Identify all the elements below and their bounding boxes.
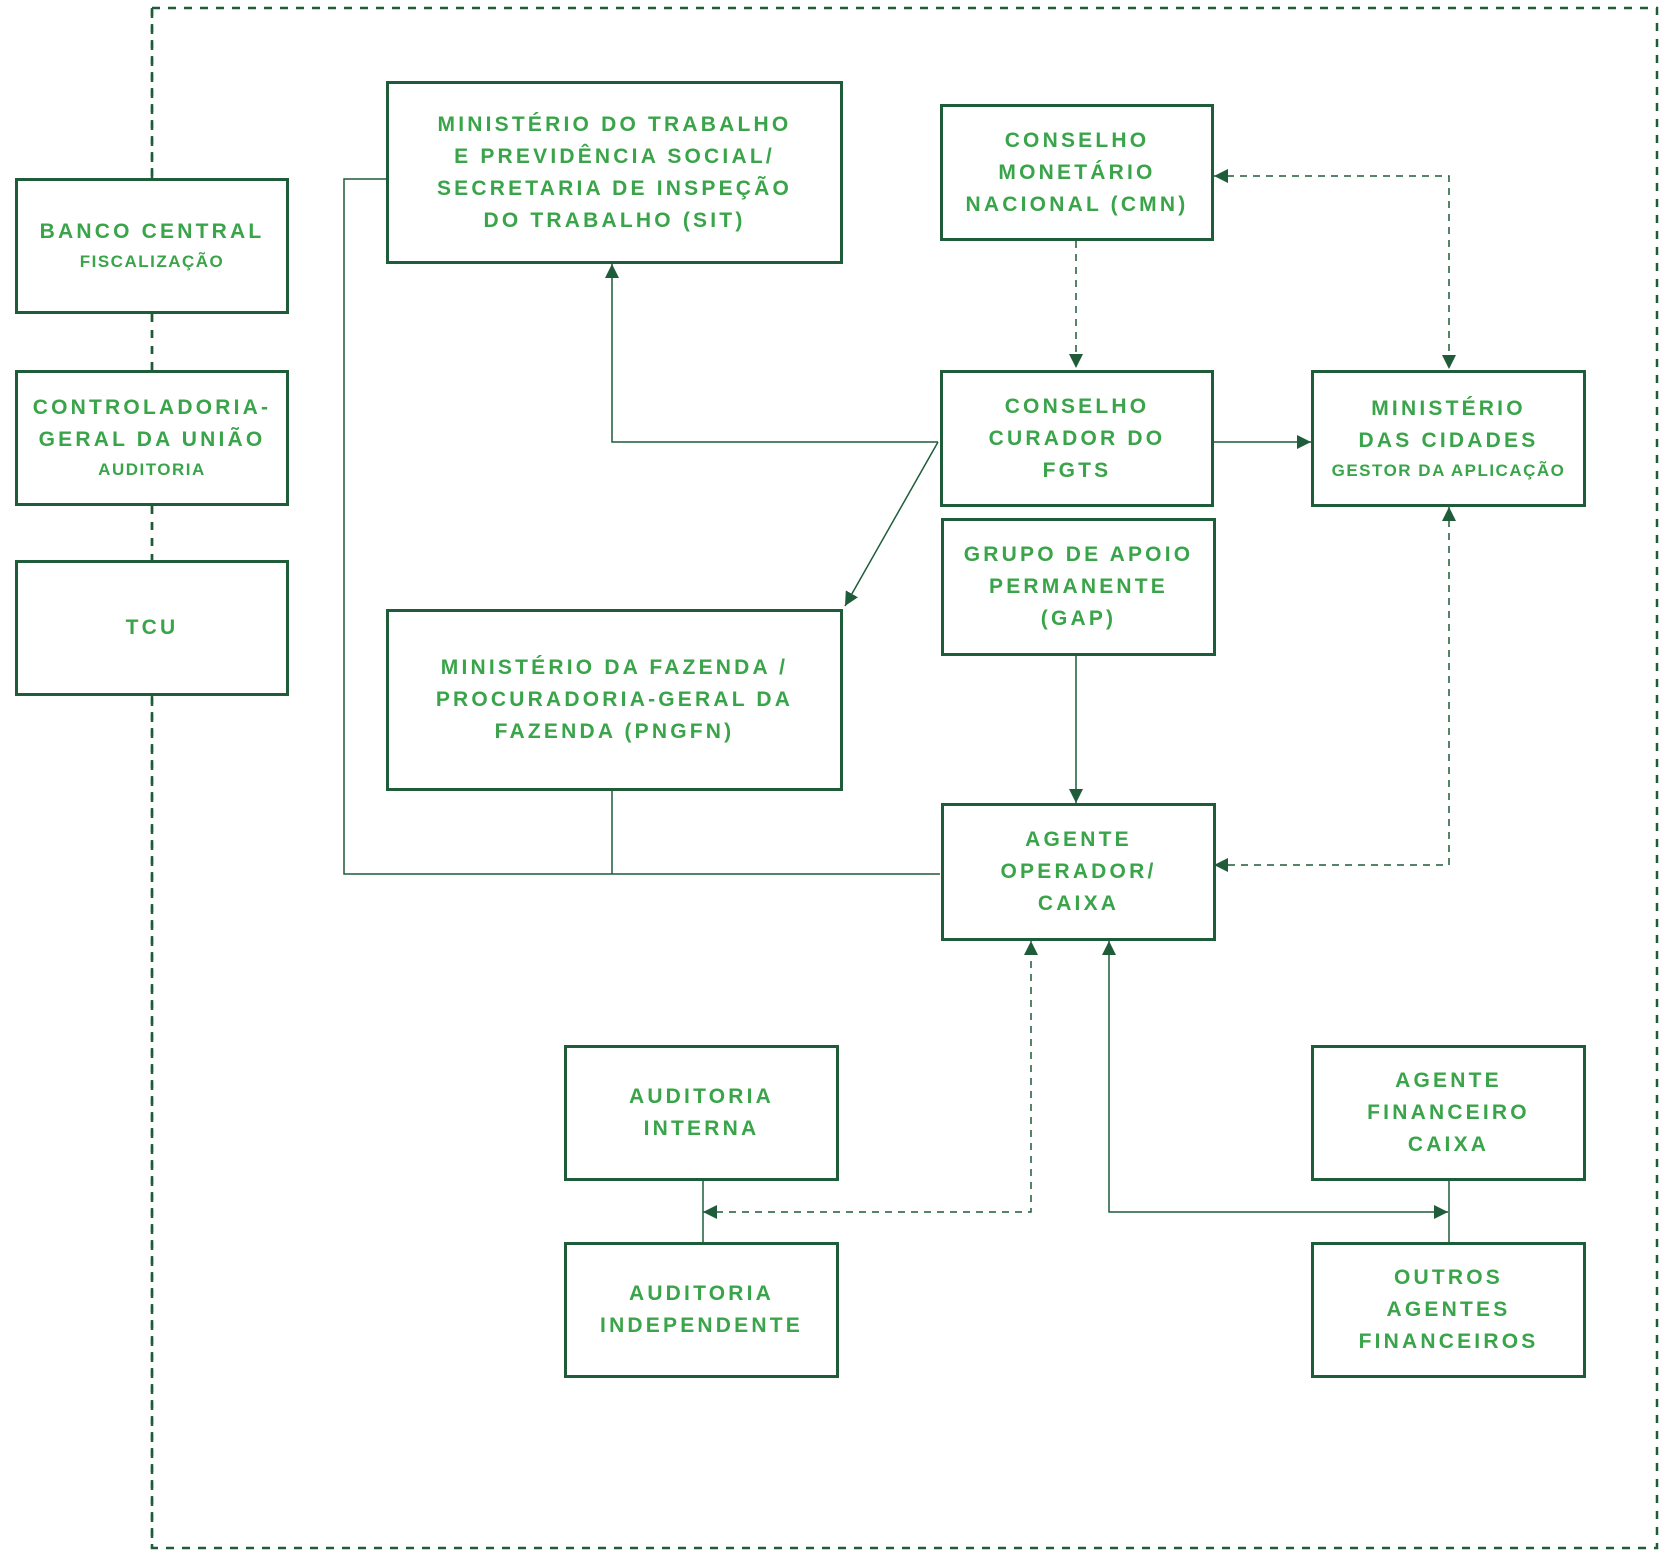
line-ccfgts-to-mtps [605,264,938,443]
box-label-line: OPERADOR/ [1000,860,1157,883]
box-label-line: CAIXA [1407,1133,1490,1156]
box-label-line: BANCO CENTRAL [39,220,265,243]
line-mtps-left-bracket [343,178,940,875]
box-sublabel: GESTOR DA APLICAÇÃO [1331,460,1566,480]
box-label-line: FINANCEIROS [1358,1330,1539,1353]
box-label-line: SECRETARIA DE INSPEÇÃO [436,176,793,200]
box-label-line: MONETÁRIO [998,160,1156,184]
line-agente-to-financeiros [1102,941,1448,1219]
box-ministerio-das-cidades: MINISTÉRIO DAS CIDADES GESTOR DA APLICAÇ… [1311,370,1586,507]
box-label-line: MINISTÉRIO DA FAZENDA / [440,656,789,679]
box-auditoria-independente: AUDITORIA INDEPENDENTE [564,1242,839,1378]
box-label-line: OUTROS [1393,1266,1504,1289]
box-label-line: DAS CIDADES [1358,428,1539,452]
box-label-line: CAIXA [1037,892,1120,915]
box-label-line: AGENTES [1386,1298,1511,1321]
box-label-line: FINANCEIRO [1367,1101,1530,1124]
box-label-line: TCU [125,616,179,639]
box-conselho-curador-do-fgts: CONSELHO CURADOR DO FGTS [940,370,1214,507]
box-label-line: GERAL DA UNIÃO [38,428,266,451]
box-auditoria-interna: AUDITORIA INTERNA [564,1045,839,1181]
box-label-line: MINISTÉRIO [1371,396,1526,420]
box-label-line: PROCURADORIA-GERAL DA [435,688,794,711]
box-label-line: (GAP) [1040,607,1117,630]
box-label-line: DO TRABALHO (SIT) [483,208,746,232]
line-cidades-agente-dashed [1214,507,1456,872]
box-label-line: CURADOR DO [988,426,1166,450]
box-sublabel: FISCALIZAÇÃO [79,252,225,271]
box-tcu: TCU [15,560,289,696]
box-ministerio-da-fazenda: MINISTÉRIO DA FAZENDA / PROCURADORIA-GER… [386,609,843,791]
box-ministerio-do-trabalho: MINISTÉRIO DO TRABALHO E PREVIDÊNCIA SOC… [386,81,843,264]
box-label-line: FAZENDA (PNGFN) [494,720,735,743]
box-label-line: CONSELHO [1004,128,1150,152]
line-auditoria-agente-dashed [703,941,1038,1219]
box-label-line: GRUPO DE APOIO [963,543,1194,566]
line-cmn-cidades-dashed [1214,169,1456,369]
box-sublabel: AUDITORIA [98,460,206,479]
box-label-line: FGTS [1042,458,1112,482]
box-label-line: NACIONAL (CMN) [965,192,1189,216]
box-label-line: AGENTE [1025,828,1132,851]
box-agente-financeiro-caixa: AGENTE FINANCEIRO CAIXA [1311,1045,1586,1181]
box-label-line: AUDITORIA [628,1085,775,1108]
box-label-line: E PREVIDÊNCIA SOCIAL/ [454,144,775,168]
box-label-line: AUDITORIA [628,1282,775,1305]
box-controladoria-geral-da-uniao: CONTROLADORIA- GERAL DA UNIÃO AUDITORIA [15,370,289,506]
box-label-line: INTERNA [643,1117,760,1140]
box-outros-agentes-financeiros: OUTROS AGENTES FINANCEIROS [1311,1242,1586,1378]
box-label-line: MINISTÉRIO DO TRABALHO [437,112,792,136]
box-grupo-de-apoio-permanente: GRUPO DE APOIO PERMANENTE (GAP) [941,518,1216,656]
box-label-line: CONSELHO [1004,394,1150,418]
box-label-line: PERMANENTE [988,575,1168,598]
box-label-line: CONTROLADORIA- [32,396,272,419]
box-label-line: INDEPENDENTE [600,1314,803,1337]
box-agente-operador-caixa: AGENTE OPERADOR/ CAIXA [941,803,1216,941]
box-conselho-monetario-nacional: CONSELHO MONETÁRIO NACIONAL (CMN) [940,104,1214,241]
line-ccfgts-to-fazenda [844,441,939,607]
box-label-line: AGENTE [1395,1069,1502,1092]
box-banco-central: BANCO CENTRAL FISCALIZAÇÃO [15,178,289,314]
